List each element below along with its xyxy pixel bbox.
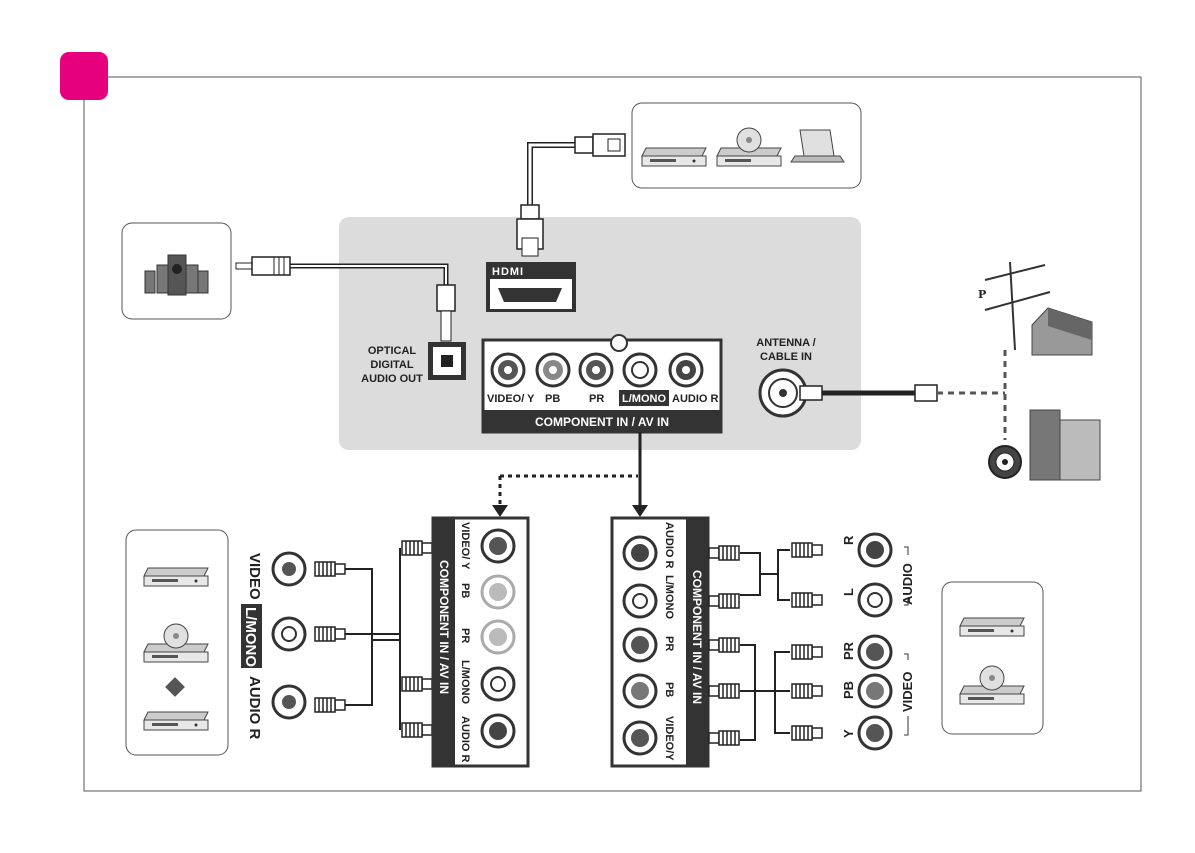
rca-plug-left-audio: [315, 698, 345, 712]
rca-plug-right-panel-pr: [709, 638, 739, 652]
right-panel-jack-video: VIDEO/Y: [663, 716, 675, 761]
jack-label-audio: AUDIO R: [672, 393, 719, 405]
right-panel-strip-label: COMPONENT IN / AV IN: [690, 570, 704, 704]
component-av-panel: COMPONENT IN / AV IN VIDEO/ Y PB PR: [483, 335, 721, 432]
hdmi-plug-bottom: [517, 205, 543, 256]
rca-plug-device-r: [792, 543, 822, 557]
left-device-jack-audio-r: [273, 686, 305, 718]
left-panel-jack-pb: PB: [459, 583, 471, 598]
jack-label-lmono: L/MONO: [622, 393, 666, 405]
right-device-jacks: [859, 534, 891, 749]
blu-ray-player-icon-2: [960, 618, 1024, 636]
optical-label-1: OPTICAL: [368, 345, 417, 357]
jack-audio-r: [670, 354, 702, 386]
optical-label-3: AUDIO OUT: [361, 373, 423, 385]
jack-label-pb: PB: [545, 393, 560, 405]
antenna-label-1: ANTENNA /: [756, 337, 815, 349]
jack-pb: [537, 354, 569, 386]
jack-pr: [580, 354, 612, 386]
antenna-label-2: CABLE IN: [760, 351, 812, 363]
left-device-jack-lmono: [273, 618, 305, 650]
right-panel-jack-lmono: L/MONO: [663, 575, 675, 619]
right-device-label-y: Y: [841, 729, 856, 738]
left-component-panel: COMPONENT IN / AV IN VIDEO/ Y PB PR L/MO…: [433, 518, 528, 766]
rca-plug-right-panel-y: [709, 731, 739, 745]
jack-l-mono: [624, 354, 656, 386]
left-panel-jack-audio: AUDIO R: [459, 716, 471, 763]
step-marker: [60, 52, 108, 100]
rca-plug-right-panel-lmono: [709, 594, 739, 608]
cable-reel-icon: [989, 446, 1021, 478]
jack-label-pr: PR: [589, 393, 604, 405]
rca-plug-device-y: [792, 726, 822, 740]
right-device-label-r: R: [841, 535, 856, 545]
svg-text:P: P: [978, 288, 986, 301]
left-panel-jack-pr: PR: [459, 628, 471, 643]
left-device-jack-video: [273, 553, 305, 585]
left-panel-jack-lmono: L/MONO: [459, 660, 471, 704]
house-icon: [1032, 308, 1092, 355]
antenna-port: [760, 370, 806, 416]
left-panel-jack-video: VIDEO/ Y: [459, 522, 471, 570]
left-label-lmono: L/MONO: [242, 607, 259, 667]
jack-label-video: VIDEO/ Y: [487, 393, 535, 405]
hdmi-plug-top: [575, 134, 625, 156]
rca-plug-left-lmono: [315, 627, 345, 641]
right-component-panel: COMPONENT IN / AV IN AUDIO R L/MONO PR P…: [612, 518, 708, 766]
rca-plug-left-video: [315, 562, 345, 576]
hdmi-port: HDMI: [486, 262, 576, 312]
rca-plug-panel-video: [402, 541, 432, 555]
rca-plug-right-panel-pb: [709, 684, 739, 698]
hdmi-logo-text: HDMI: [492, 266, 524, 278]
rca-plug-device-pr: [792, 645, 822, 659]
rca-plug-panel-lmono: [402, 677, 432, 691]
left-panel-strip-label: COMPONENT IN / AV IN: [437, 560, 451, 694]
left-label-video: VIDEO: [246, 553, 263, 600]
left-label-audio: AUDIO R: [246, 676, 263, 740]
rca-plug-device-pb: [792, 684, 822, 698]
rca-plug-panel-audio: [402, 723, 432, 737]
dvd-recorder-icon: [144, 568, 208, 586]
apartment-building-icon: [1030, 410, 1100, 480]
optical-port: [428, 342, 466, 380]
right-panel-jack-audio: AUDIO R: [663, 522, 675, 569]
optical-label-2: DIGITAL: [370, 359, 413, 371]
right-device-label-pb: PB: [841, 681, 856, 699]
right-device-video-group-label: VIDEO: [900, 672, 915, 712]
right-device-label-l: L: [841, 588, 856, 596]
component-panel-label: COMPONENT IN / AV IN: [535, 415, 669, 429]
right-devices-box: [942, 582, 1043, 734]
optical-plug-left: [236, 257, 290, 275]
rca-plug-device-l: [792, 593, 822, 607]
right-panel-jack-pr: PR: [663, 636, 675, 651]
right-panel-jack-pb: PB: [663, 682, 675, 697]
right-device-label-pr: PR: [841, 641, 856, 660]
rca-plug-right-panel-audio-r: [709, 546, 739, 560]
blu-ray-player-icon: [642, 148, 706, 166]
jack-video-y: [492, 354, 524, 386]
